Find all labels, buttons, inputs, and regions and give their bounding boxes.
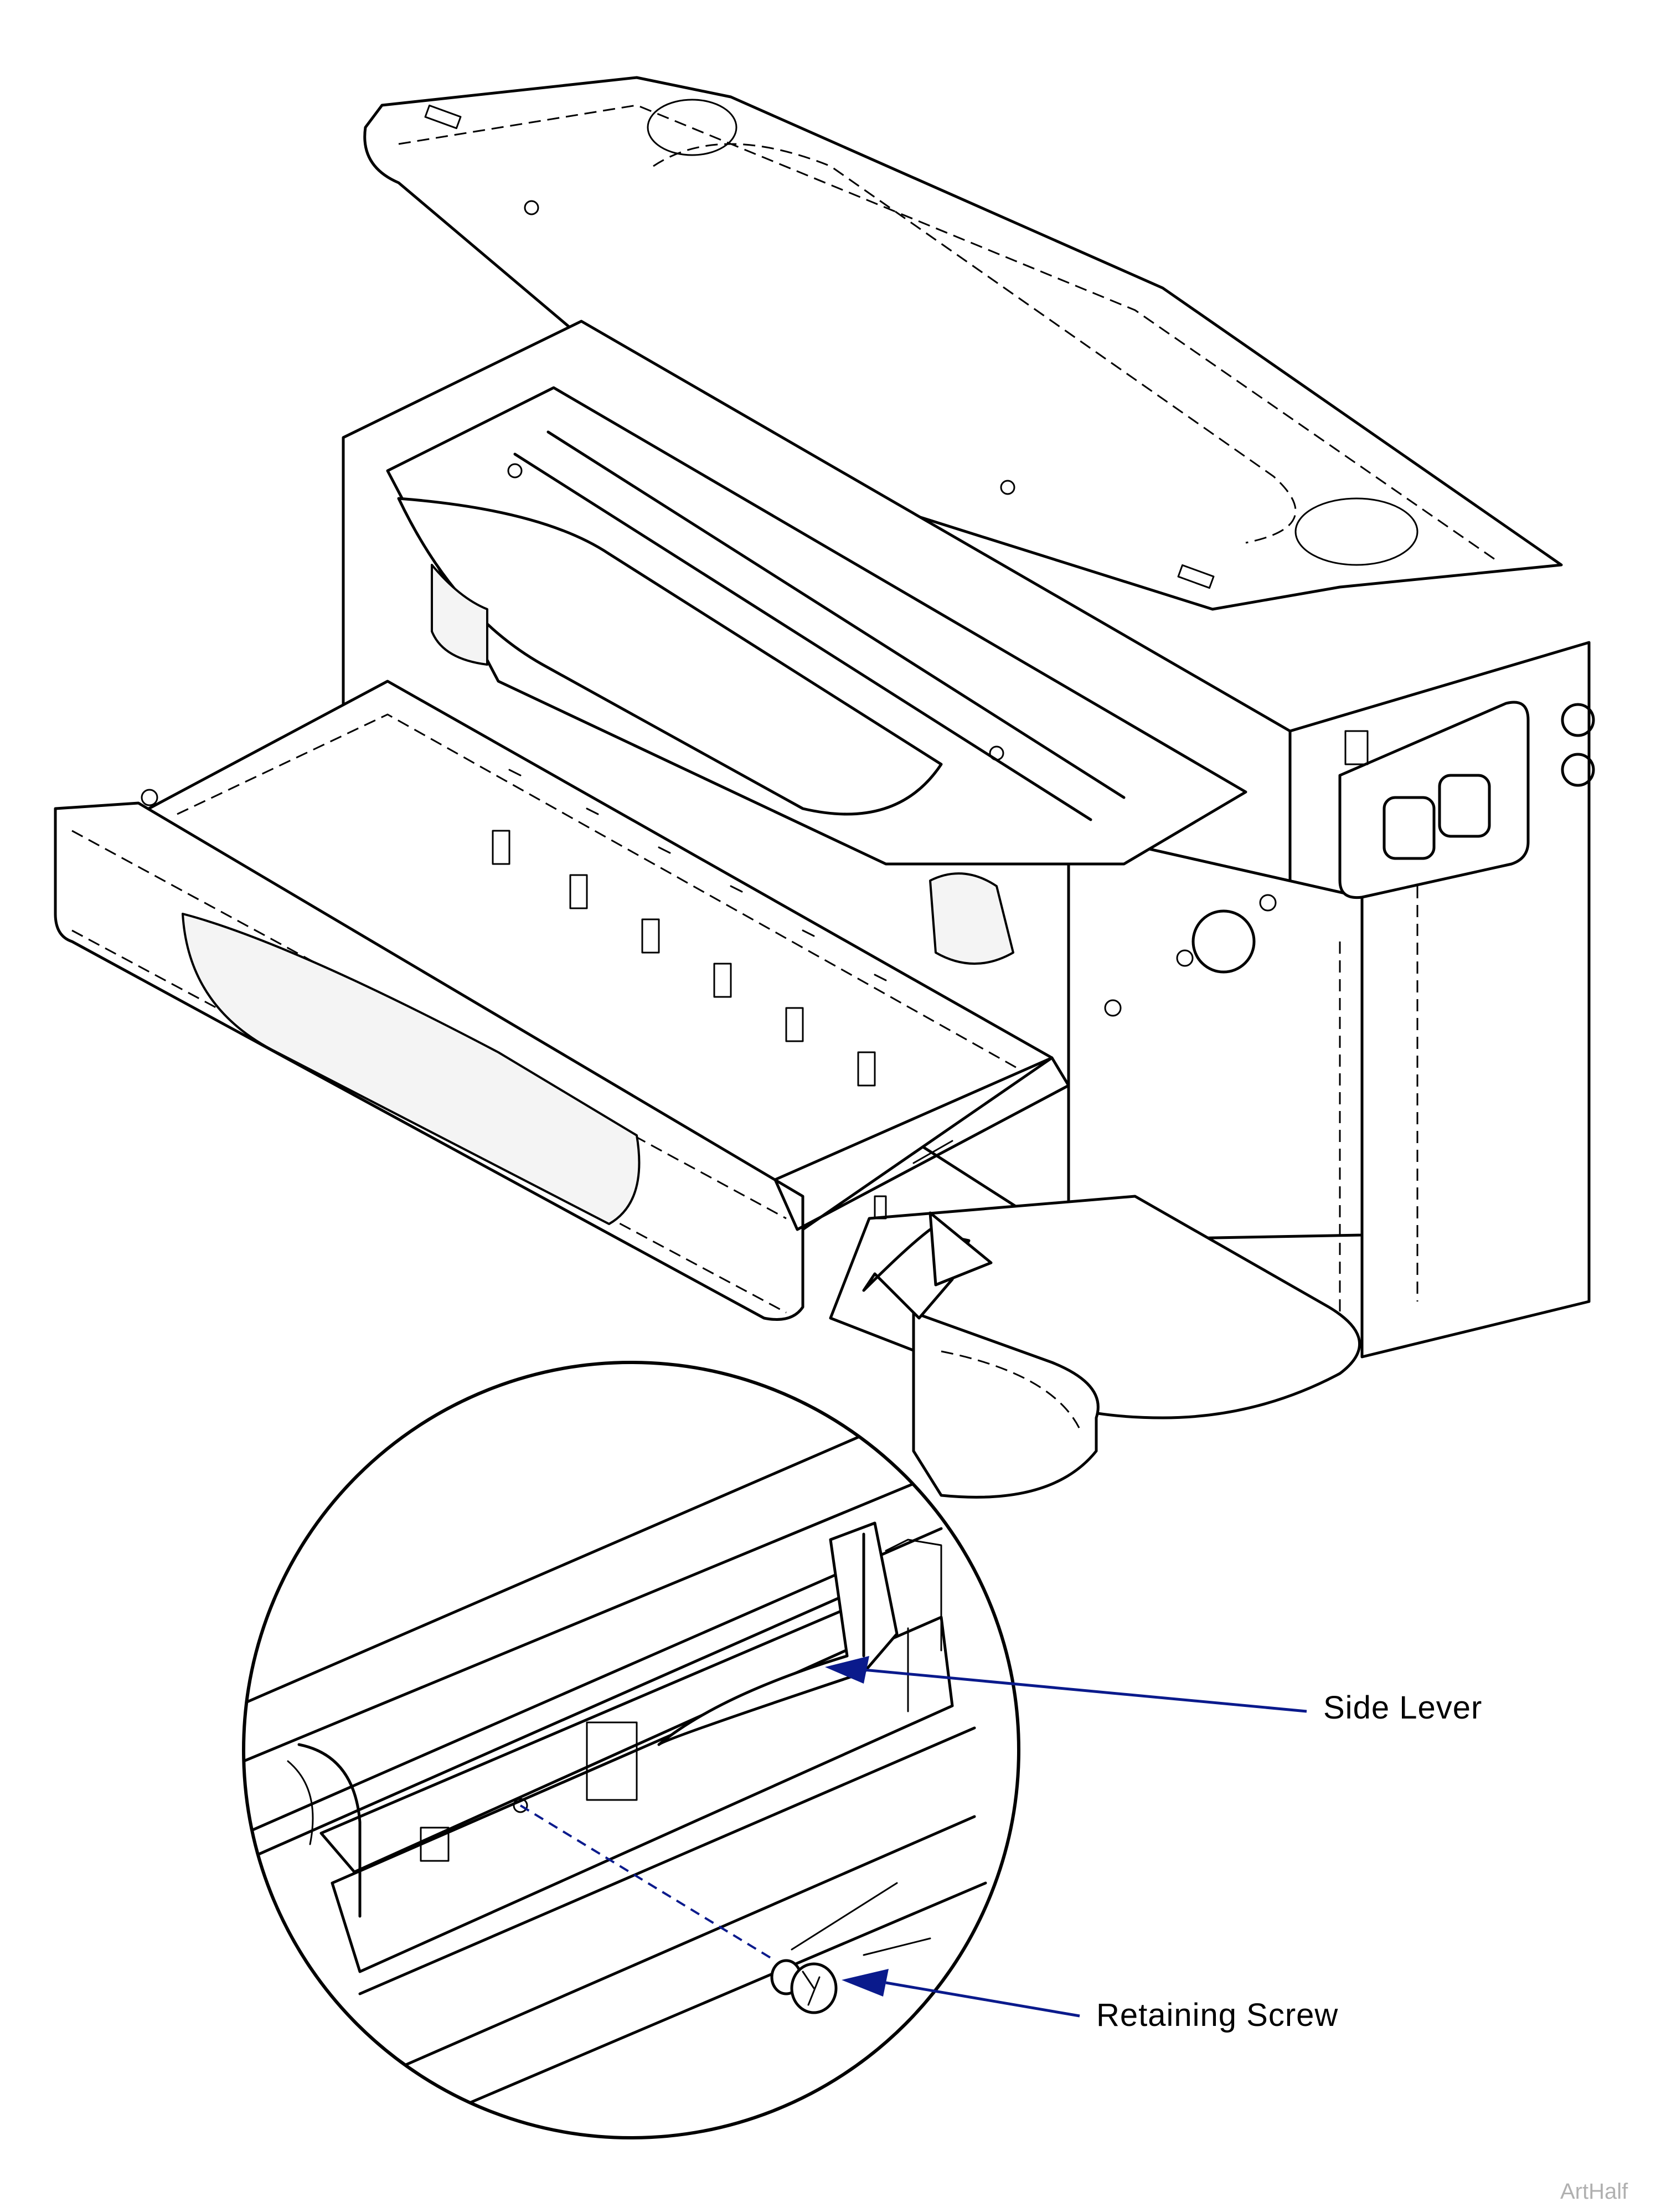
base-pedestal	[829, 1195, 1361, 1499]
seat-top-panel	[363, 76, 1563, 611]
callout-retaining-screw-leader	[842, 1969, 1080, 2018]
detail-pointer-arrow	[862, 1211, 993, 1320]
retaining-screw-label: Retaining Screw	[1096, 1997, 1339, 2033]
paper-tray	[386, 386, 1247, 965]
callout-side-lever-leader	[825, 1656, 1307, 1713]
detail-magnifier	[242, 1361, 1020, 2139]
outlet-plate	[1338, 701, 1530, 899]
retaining-screw-part	[770, 1959, 838, 2014]
drawer-divider-clips	[492, 769, 887, 1087]
side-lever-label: Side Lever	[1323, 1690, 1483, 1726]
art-credit: ArtHalf	[1560, 2179, 1628, 2204]
side-lever-part	[657, 1521, 899, 1746]
drawer	[54, 680, 1070, 1321]
